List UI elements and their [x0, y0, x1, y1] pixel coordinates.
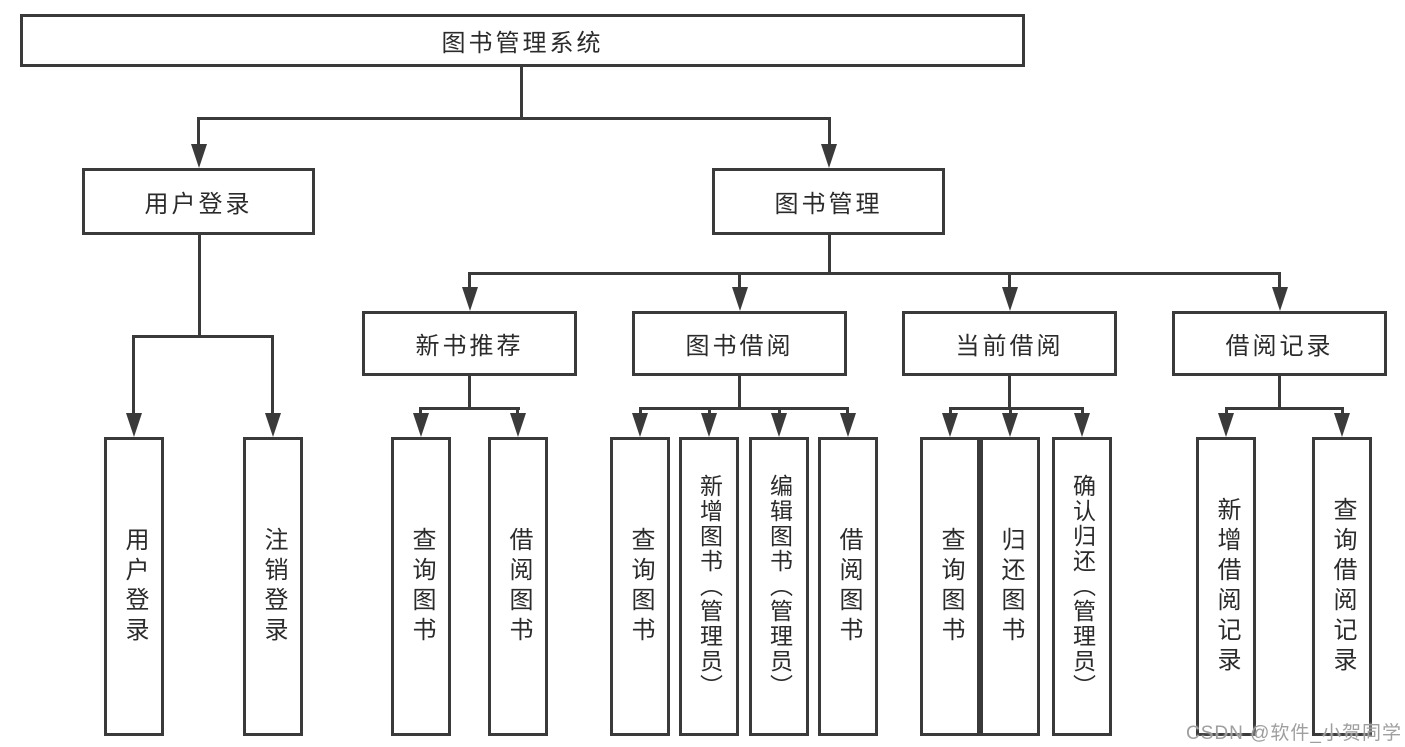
leaf-logout-label: 注销登录 — [260, 526, 287, 647]
leaf-add-books-admin-label: 新增图书（管理员） — [696, 474, 723, 699]
connector-borrow-drop-3 — [778, 407, 781, 417]
node-new-book-recommend-label: 新书推荐 — [415, 333, 524, 360]
arrowhead-confirm-return-admin — [1074, 413, 1090, 437]
connector-recommend-stem — [468, 376, 471, 407]
leaf-return-books-label: 归还图书 — [997, 526, 1024, 647]
leaf-add-books-admin: 新增图书（管理员） — [679, 437, 739, 736]
connector-current-drop-3 — [1081, 407, 1084, 417]
connector-root-stem — [520, 67, 523, 117]
connector-user-login-split — [133, 335, 274, 338]
leaf-edit-books-admin-label: 编辑图书（管理员） — [766, 474, 793, 699]
connector-borrow-drop-4 — [846, 407, 849, 417]
node-root-system: 图书管理系统 — [20, 14, 1025, 67]
connector-recommend-drop-1 — [419, 407, 422, 417]
arrowhead-book-borrow — [732, 287, 748, 311]
connector-records-stem — [1278, 376, 1281, 407]
arrowhead-borrow-books-recommend — [510, 413, 526, 437]
arrowhead-return-books — [1002, 413, 1018, 437]
leaf-edit-books-admin: 编辑图书（管理员） — [749, 437, 809, 736]
connector-l3-drop-3 — [1008, 272, 1011, 289]
connector-records-drop-2 — [1341, 407, 1344, 417]
connector-borrow-drop-2 — [708, 407, 711, 417]
node-user-login-label: 用户登录 — [144, 191, 253, 218]
connector-l3-drop-2 — [738, 272, 741, 289]
arrowhead-new-book-recommend — [462, 287, 478, 311]
arrowhead-borrow-books — [840, 413, 856, 437]
node-borrow-records-label: 借阅记录 — [1225, 333, 1334, 360]
arrowhead-leaf-user-login — [126, 413, 142, 437]
arrowhead-user-login — [191, 144, 207, 168]
arrowhead-add-books-admin — [701, 413, 717, 437]
arrowhead-query-borrow-record — [1334, 413, 1350, 437]
connector-borrow-split — [639, 407, 849, 410]
node-root-system-label: 图书管理系统 — [441, 30, 604, 57]
connector-recommend-drop-2 — [516, 407, 519, 417]
leaf-borrow-books-recommend-label: 借阅图书 — [505, 526, 532, 647]
connector-current-stem — [1008, 376, 1011, 407]
leaf-query-borrow-record-label: 查询借阅记录 — [1329, 496, 1356, 677]
node-current-borrow: 当前借阅 — [902, 311, 1117, 376]
leaf-add-borrow-record-label: 新增借阅记录 — [1213, 496, 1240, 677]
watermark: CSDN @软件_小贺同学 — [1186, 723, 1402, 744]
connector-recommend-split — [420, 407, 520, 410]
connector-l3-drop-4 — [1278, 272, 1281, 289]
arrowhead-edit-books-admin — [771, 413, 787, 437]
leaf-query-books-borrow: 查询图书 — [610, 437, 670, 736]
leaf-user-login-label: 用户登录 — [121, 526, 148, 647]
connector-root-split — [197, 117, 831, 120]
connector-root-right-drop — [828, 117, 831, 146]
connector-current-split — [949, 407, 1084, 410]
node-borrow-records: 借阅记录 — [1172, 311, 1387, 376]
node-user-login: 用户登录 — [82, 168, 315, 235]
leaf-query-books-current-label: 查询图书 — [937, 526, 964, 647]
leaf-query-books-current: 查询图书 — [920, 437, 980, 736]
connector-user-login-drop-2 — [271, 335, 274, 415]
node-book-management-label: 图书管理 — [774, 191, 883, 218]
leaf-logout: 注销登录 — [243, 437, 303, 736]
leaf-add-borrow-record: 新增借阅记录 — [1196, 437, 1256, 736]
connector-l3-drop-1 — [468, 272, 471, 289]
leaf-borrow-books-label: 借阅图书 — [835, 526, 862, 647]
node-current-borrow-label: 当前借阅 — [955, 333, 1064, 360]
node-book-borrow-label: 图书借阅 — [685, 333, 794, 360]
leaf-query-books-borrow-label: 查询图书 — [627, 526, 654, 647]
connector-root-left-drop — [197, 117, 200, 146]
arrowhead-query-books-borrow — [632, 413, 648, 437]
connector-records-drop-1 — [1225, 407, 1228, 417]
connector-book-management-stem — [828, 235, 831, 272]
leaf-borrow-books: 借阅图书 — [818, 437, 878, 736]
leaf-return-books: 归还图书 — [980, 437, 1040, 736]
leaf-borrow-books-recommend: 借阅图书 — [488, 437, 548, 736]
leaf-confirm-return-admin-label: 确认归还（管理员） — [1069, 474, 1096, 699]
node-new-book-recommend: 新书推荐 — [362, 311, 577, 376]
arrowhead-current-borrow — [1002, 287, 1018, 311]
arrowhead-query-books-current — [942, 413, 958, 437]
leaf-query-borrow-record: 查询借阅记录 — [1312, 437, 1372, 736]
arrowhead-query-books-recommend — [413, 413, 429, 437]
connector-book-management-split — [469, 272, 1281, 275]
node-book-borrow: 图书借阅 — [632, 311, 847, 376]
connector-current-drop-2 — [1009, 407, 1012, 417]
connector-current-drop-1 — [949, 407, 952, 417]
connector-borrow-drop-1 — [639, 407, 642, 417]
arrowhead-add-borrow-record — [1218, 413, 1234, 437]
leaf-confirm-return-admin: 确认归还（管理员） — [1052, 437, 1112, 736]
leaf-user-login: 用户登录 — [104, 437, 164, 736]
connector-user-login-drop-1 — [132, 335, 135, 415]
connector-borrow-stem — [738, 376, 741, 407]
node-book-management: 图书管理 — [712, 168, 945, 235]
connector-records-split — [1225, 407, 1344, 410]
arrowhead-book-management — [821, 144, 837, 168]
arrowhead-leaf-logout — [265, 413, 281, 437]
leaf-query-books-recommend-label: 查询图书 — [408, 526, 435, 647]
connector-user-login-stem — [198, 235, 201, 335]
leaf-query-books-recommend: 查询图书 — [391, 437, 451, 736]
arrowhead-borrow-records — [1272, 287, 1288, 311]
